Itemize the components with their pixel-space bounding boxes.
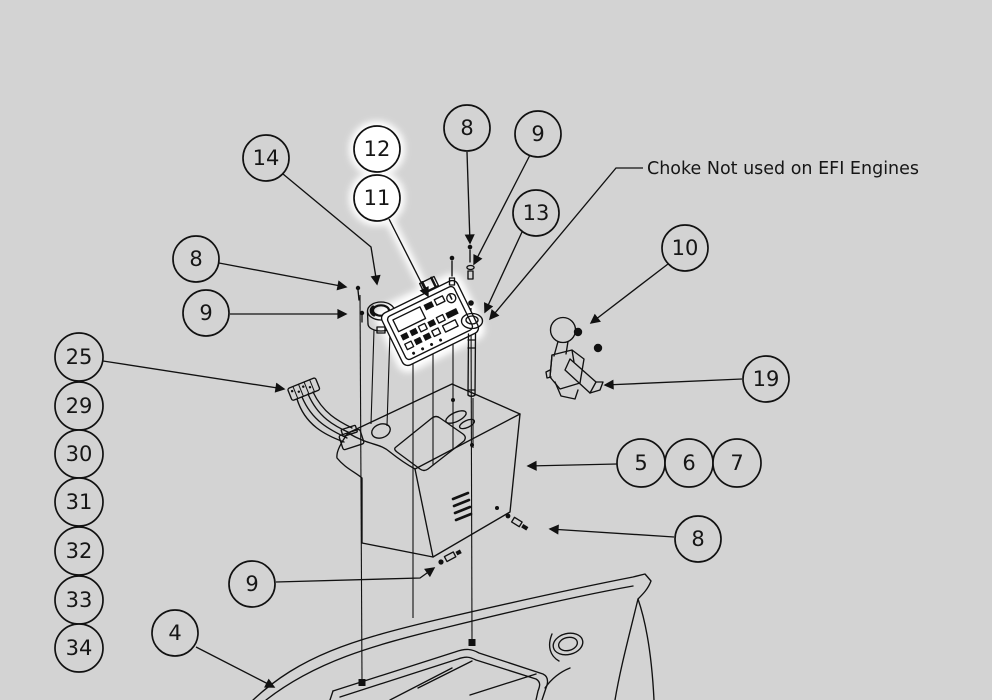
screw-hardware-left [355, 285, 365, 323]
callout-33: 33 [54, 575, 104, 625]
console-part [336, 383, 521, 558]
screw-hardware-bottom [438, 549, 462, 565]
callout-12: 12 [353, 125, 401, 173]
leader-lines [102, 151, 743, 688]
callout-10: 10 [661, 224, 709, 272]
callout-14: 14 [242, 134, 290, 182]
leader-8-left [218, 262, 348, 291]
callout-30: 30 [54, 429, 104, 479]
svg-text:7: 7 [730, 451, 743, 475]
svg-text:10: 10 [672, 236, 699, 260]
svg-text:9: 9 [531, 122, 544, 146]
callout-34: 34 [54, 623, 104, 673]
choke-knob-part [460, 312, 484, 397]
svg-text:8: 8 [189, 247, 202, 271]
svg-text:6: 6 [682, 451, 695, 475]
svg-text:29: 29 [66, 394, 93, 418]
leader-choke-note [489, 167, 643, 321]
svg-text:19: 19 [753, 367, 780, 391]
wiring-harness-part [287, 377, 365, 451]
leader-14 [282, 173, 381, 286]
callout-6: 6 [664, 438, 714, 488]
leader-11 [388, 218, 429, 298]
leader-4 [195, 646, 276, 688]
leader-8-right [548, 524, 675, 538]
fender-part [252, 573, 655, 700]
callout-31: 31 [54, 477, 104, 527]
callout-29: 29 [54, 381, 104, 431]
svg-text:12: 12 [364, 137, 391, 161]
svg-text:4: 4 [168, 621, 181, 645]
callout-11: 11 [353, 174, 401, 222]
callout-19: 19 [742, 355, 790, 403]
svg-text:9: 9 [245, 572, 258, 596]
leader-9-bottom [275, 567, 436, 583]
callout-8-right: 8 [674, 515, 722, 563]
callout-7: 7 [712, 438, 762, 488]
leader-5 [526, 460, 618, 471]
svg-text:9: 9 [199, 301, 212, 325]
callout-13: 13 [512, 189, 560, 237]
svg-text:31: 31 [66, 490, 93, 514]
keypad-part [380, 275, 480, 367]
leader-13 [484, 231, 523, 314]
callout-25: 25 [54, 332, 104, 382]
callout-9-left: 9 [182, 289, 230, 337]
svg-text:11: 11 [364, 186, 391, 210]
svg-text:33: 33 [66, 588, 93, 612]
svg-text:8: 8 [691, 527, 704, 551]
svg-text:30: 30 [66, 442, 93, 466]
callout-8-top: 8 [443, 104, 491, 152]
svg-text:32: 32 [66, 539, 93, 563]
svg-text:14: 14 [253, 146, 280, 170]
callout-32: 32 [54, 526, 104, 576]
callout-5: 5 [616, 438, 666, 488]
svg-text:8: 8 [460, 116, 473, 140]
leader-9-top [473, 154, 531, 266]
svg-text:5: 5 [634, 451, 647, 475]
svg-text:25: 25 [66, 345, 93, 369]
leader-25 [102, 360, 286, 393]
throttle-lever-part [545, 316, 604, 400]
callout-4: 4 [151, 609, 199, 657]
callout-8-left: 8 [172, 235, 220, 283]
screw-hardware-lower-right [505, 513, 529, 531]
svg-text:13: 13 [523, 201, 550, 225]
screw-hardware-top [448, 244, 475, 306]
leader-10 [589, 263, 669, 324]
leader-19 [603, 378, 743, 390]
svg-text:34: 34 [66, 636, 93, 660]
leader-8-top [464, 151, 475, 245]
callout-9-bottom: 9 [228, 560, 276, 608]
callout-9-top: 9 [514, 110, 562, 158]
choke-note: Choke Not used on EFI Engines [647, 159, 919, 179]
